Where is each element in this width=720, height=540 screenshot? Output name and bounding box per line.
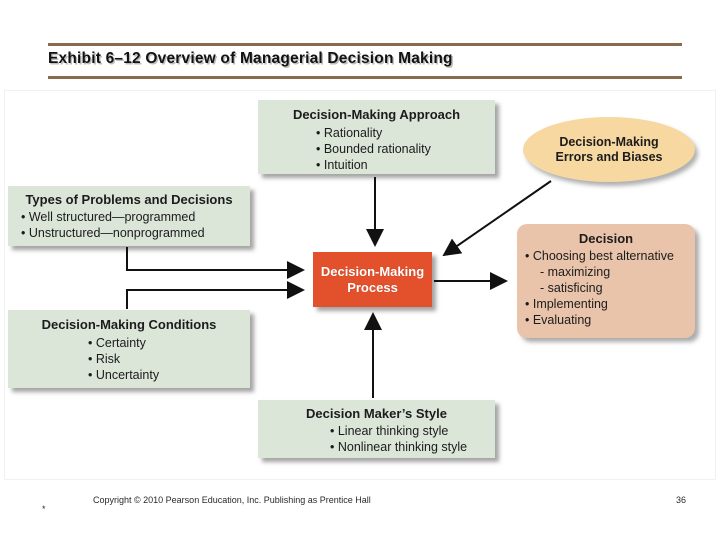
problem-types-box: Types of Problems and Decisions • Well s… <box>8 186 250 246</box>
conditions-item: • Risk <box>88 352 121 366</box>
maker-style-title: Decision Maker’s Style <box>306 406 447 421</box>
approach-title: Decision-Making Approach <box>292 107 461 122</box>
process-box: Decision-Making Process <box>313 252 432 307</box>
title-rule-top <box>48 43 682 46</box>
errors-biases-label-line1: Decision-Making <box>559 134 659 149</box>
process-label-line1: Decision-Making <box>320 263 425 279</box>
problem-types-item: • Well structured—programmed <box>21 210 196 224</box>
maker-style-box: Decision Maker’s Style • Linear thinking… <box>258 400 495 458</box>
maker-style-item: • Linear thinking style <box>330 424 449 438</box>
decision-subitem: - satisficing <box>540 281 603 295</box>
decision-box: Decision • Choosing best alternative - m… <box>517 224 695 338</box>
page-title: Exhibit 6–12 Overview of Managerial Deci… <box>48 50 453 67</box>
footer-page-number: 36 <box>676 495 687 505</box>
problem-types-item: • Unstructured—nonprogrammed <box>21 226 205 240</box>
conditions-title: Decision-Making Conditions <box>41 317 217 332</box>
approach-item: • Intuition <box>316 158 368 172</box>
approach-item: • Rationality <box>316 126 383 140</box>
footer-copyright: Copyright © 2010 Pearson Education, Inc.… <box>93 495 371 505</box>
decision-subitem: - maximizing <box>540 265 611 279</box>
conditions-box: Decision-Making Conditions • Certainty •… <box>8 310 250 388</box>
process-label-line2: Process <box>347 279 398 295</box>
approach-item: • Bounded rationality <box>316 142 431 156</box>
title-rule-bottom <box>48 76 682 79</box>
decision-item: • Implementing <box>525 297 608 311</box>
footer-footnote-marker: * <box>42 504 46 514</box>
problem-types-title: Types of Problems and Decisions <box>25 192 233 207</box>
decision-title: Decision <box>578 231 634 246</box>
conditions-item: • Uncertainty <box>88 368 160 382</box>
errors-biases-ellipse: Decision-Making Errors and Biases <box>523 117 695 182</box>
approach-box: Decision-Making Approach • Rationality •… <box>258 100 495 174</box>
maker-style-item: • Nonlinear thinking style <box>330 440 468 454</box>
decision-item: • Evaluating <box>525 313 592 327</box>
conditions-item: • Certainty <box>88 336 146 350</box>
errors-biases-label-line2: Errors and Biases <box>555 149 663 164</box>
decision-item: • Choosing best alternative <box>525 249 674 263</box>
